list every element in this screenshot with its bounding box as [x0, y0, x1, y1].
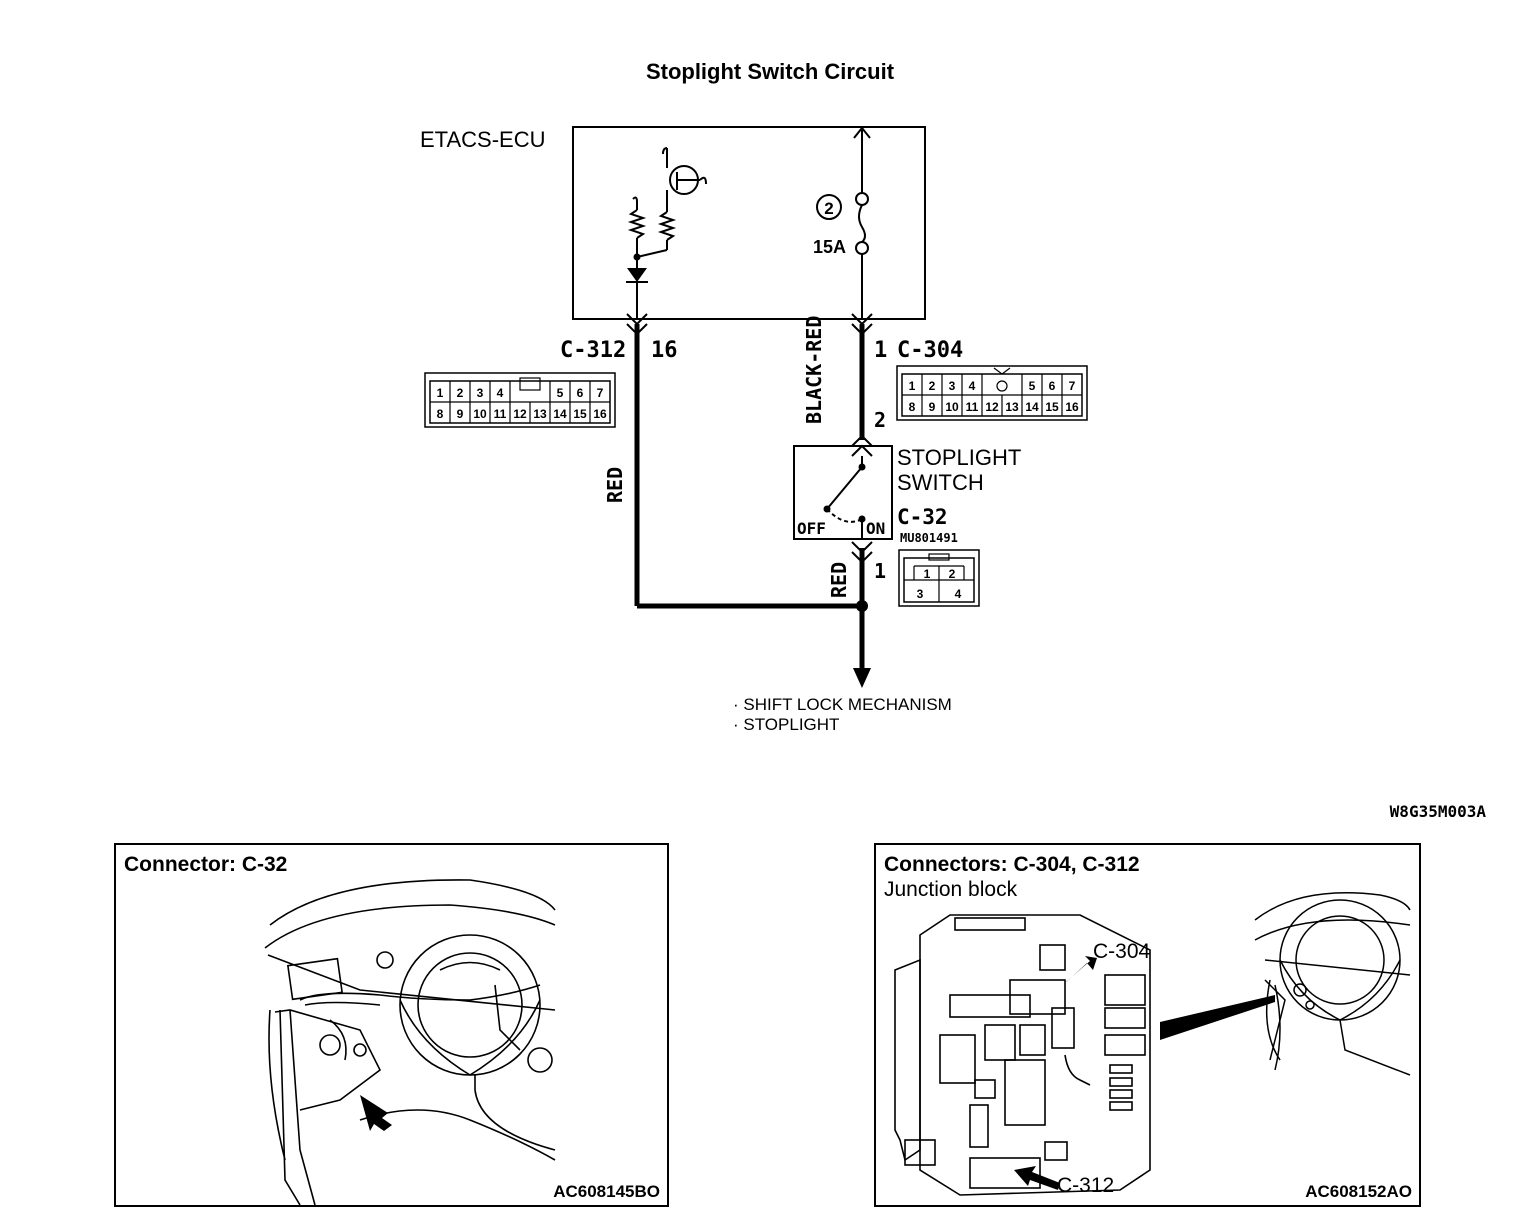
c32-pin: 4	[955, 587, 962, 601]
c304-pin: 6	[1049, 379, 1056, 393]
callout-wedge	[1160, 995, 1275, 1040]
c312-pin: 3	[477, 386, 484, 400]
c32-pin-block	[898, 549, 980, 607]
dashboard-illustration	[264, 879, 556, 1206]
dashboard-inset-illustration	[1254, 892, 1411, 1076]
switch-box	[793, 445, 893, 540]
c312-pin: 2	[457, 386, 464, 400]
diode-icon	[627, 268, 647, 282]
c312-pin: 11	[494, 407, 507, 421]
junction-dot	[633, 253, 641, 261]
panel-left-title: Connector: C-32	[124, 853, 287, 876]
c32-pin: 1	[924, 567, 931, 581]
c32-pin: 3	[917, 587, 924, 601]
c312-pin: 16	[593, 407, 607, 421]
c304-pin: 16	[1065, 400, 1079, 414]
c304-pin: 11	[966, 400, 979, 414]
c304-pin: 1	[909, 379, 916, 393]
switch-connector: C-32	[897, 505, 948, 529]
chevron-down-icon	[851, 551, 873, 564]
junction-block-illustration	[894, 914, 1151, 1196]
fuse-number-circle	[816, 194, 842, 220]
c32-pin: 2	[949, 567, 956, 581]
c304-pin: 14	[1025, 400, 1039, 414]
ecu-internal-circuit	[626, 147, 707, 319]
switch-contacts	[826, 456, 863, 539]
c312-pin: 9	[457, 407, 464, 421]
c304-pin: 2	[929, 379, 936, 393]
fuse-rating: 15A	[813, 237, 846, 257]
c312-pin: 4	[497, 386, 504, 400]
c304-pin: 4	[969, 379, 976, 393]
arrow-pointer-icon	[360, 1095, 392, 1131]
c304-pin-block	[896, 365, 1088, 421]
c312-pin: 14	[553, 407, 567, 421]
panel-connectors-c304-c312	[874, 843, 1421, 1207]
figure-code: W8G35M003A	[1390, 802, 1487, 821]
label-c312: C-312	[1057, 1174, 1114, 1197]
panel-left-code: AC608145BO	[553, 1182, 660, 1201]
c312-pin: 10	[473, 407, 487, 421]
c312-pin: 7	[597, 386, 604, 400]
arrow-down-icon	[853, 668, 871, 688]
chevron-up-icon	[853, 126, 871, 139]
switch-terminal-bottom: 1	[874, 559, 886, 583]
switch-pivot	[858, 463, 866, 471]
ecu-label: ETACS-ECU	[420, 127, 546, 152]
output-shift-lock: · SHIFT LOCK MECHANISM	[733, 695, 952, 714]
c312-pin: 1	[437, 386, 444, 400]
panel-right-subtitle: Junction block	[884, 878, 1018, 901]
panel-connector-c32	[114, 843, 669, 1207]
c312-label: C-312	[560, 338, 626, 363]
c312-pin: 13	[533, 407, 547, 421]
c312-pin: 6	[577, 386, 584, 400]
wire-color-upper: BLACK-RED	[802, 316, 826, 424]
switch-contact-on	[858, 515, 866, 523]
c312-pin-block	[424, 372, 616, 428]
wire-color-lower: RED	[827, 562, 851, 598]
fuse-number: 2	[824, 199, 833, 218]
wire-color-left: RED	[603, 467, 627, 503]
c304-pin: 3	[949, 379, 956, 393]
c312-pin: 15	[573, 407, 587, 421]
switch-off-label: OFF	[797, 519, 826, 538]
c312-pin: 8	[437, 407, 444, 421]
c304-pin: 9	[929, 400, 936, 414]
switch-contact-off	[823, 505, 831, 513]
c304-pin: 8	[909, 400, 916, 414]
c312-pin: 12	[513, 407, 527, 421]
c312-pin: 5	[557, 386, 564, 400]
c304-terminal: 1	[874, 338, 887, 363]
output-stoplight: · STOPLIGHT	[733, 715, 839, 734]
ecu-box	[572, 126, 926, 320]
panel-right-title: Connectors: C-304, C-312	[884, 853, 1140, 876]
switch-on-label: ON	[866, 519, 885, 538]
arrow-pointer-icon	[1014, 1166, 1060, 1190]
c304-pin: 10	[945, 400, 959, 414]
c304-pin: 7	[1069, 379, 1076, 393]
c304-pin: 13	[1005, 400, 1019, 414]
diagram-title: Stoplight Switch Circuit	[646, 59, 895, 84]
chevron-down-icon	[851, 541, 873, 554]
chevron-up-icon	[851, 434, 873, 447]
arrow-pointer-icon	[1063, 956, 1097, 985]
label-c304: C-304	[1093, 940, 1151, 963]
c304-label: C-304	[897, 338, 963, 363]
c304-pin: 12	[985, 400, 999, 414]
c304-pin: 15	[1045, 400, 1059, 414]
switch-name-line2: SWITCH	[897, 470, 984, 495]
switch-terminal-top: 2	[874, 408, 886, 432]
switch-name-line1: STOPLIGHT	[897, 445, 1021, 470]
splice-dot	[856, 600, 868, 612]
chevron-up-icon	[851, 444, 873, 457]
panel-right-code: AC608152AO	[1305, 1182, 1412, 1201]
switch-part-number: MU801491	[900, 531, 958, 545]
c312-terminal: 16	[651, 338, 678, 363]
fuse-circuit	[855, 130, 869, 319]
c304-pin: 5	[1029, 379, 1036, 393]
